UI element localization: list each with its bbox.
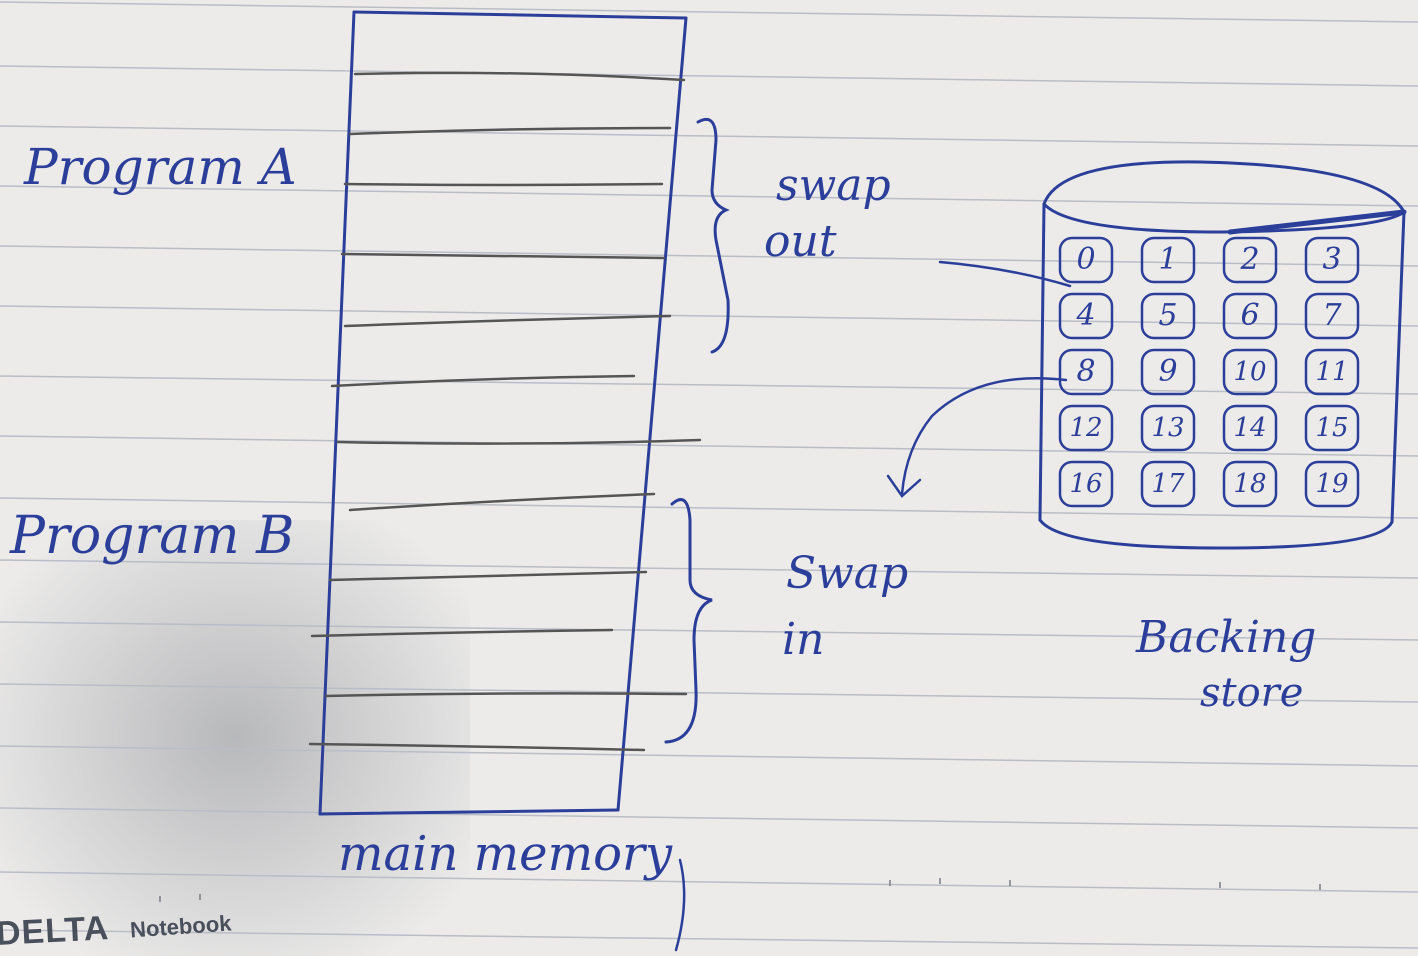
block-number-0: 0 xyxy=(1076,242,1096,277)
block-number-10: 10 xyxy=(1233,357,1267,387)
swap-out-brace xyxy=(696,117,730,354)
backing-store-blocks xyxy=(1058,236,1360,508)
block-box-5 xyxy=(1140,292,1196,340)
block-box-14 xyxy=(1222,404,1278,452)
block-number-2: 2 xyxy=(1240,242,1260,277)
block-number-7: 7 xyxy=(1322,298,1342,333)
block-box-11 xyxy=(1304,348,1360,396)
block-number-13: 13 xyxy=(1151,413,1185,443)
block-box-17 xyxy=(1140,460,1196,508)
shadow-area xyxy=(0,520,470,956)
swap-in-label-line1: Swap xyxy=(786,548,909,599)
swap-out-arrow xyxy=(938,260,1072,288)
block-box-15 xyxy=(1304,404,1360,452)
backing-store-label-line1: Backing xyxy=(1136,612,1317,663)
block-box-16 xyxy=(1058,460,1114,508)
block-box-6 xyxy=(1222,292,1278,340)
block-number-17: 17 xyxy=(1151,469,1185,499)
block-box-8 xyxy=(1058,348,1114,396)
block-number-12: 12 xyxy=(1069,413,1103,443)
swap-in-arrow xyxy=(886,376,1068,498)
ruler-ticks xyxy=(159,878,1321,902)
block-box-7 xyxy=(1304,292,1360,340)
block-number-18: 18 xyxy=(1233,469,1267,499)
block-number-4: 4 xyxy=(1076,298,1096,333)
block-box-10 xyxy=(1222,348,1278,396)
block-box-0 xyxy=(1058,236,1114,284)
block-number-11: 11 xyxy=(1315,357,1349,387)
main-memory-tail xyxy=(674,858,686,952)
block-number-9: 9 xyxy=(1158,354,1178,389)
swap-in-brace xyxy=(664,498,713,744)
block-number-8: 8 xyxy=(1076,354,1096,389)
backing-store-cylinder xyxy=(1038,160,1407,550)
main-memory-label: main memory xyxy=(338,826,673,882)
block-number-1: 1 xyxy=(1158,242,1178,277)
block-box-3 xyxy=(1304,236,1360,284)
block-box-12 xyxy=(1058,404,1114,452)
block-number-3: 3 xyxy=(1322,242,1342,277)
block-number-6: 6 xyxy=(1240,298,1260,333)
block-box-13 xyxy=(1140,404,1196,452)
block-box-2 xyxy=(1222,236,1278,284)
memory-partitions xyxy=(308,71,702,752)
notebook-brand-name: DELTA xyxy=(0,909,111,953)
block-box-18 xyxy=(1222,460,1278,508)
block-number-15: 15 xyxy=(1315,413,1349,443)
program-b-label: Program B xyxy=(10,506,295,566)
swap-out-label-line1: swap xyxy=(776,160,891,211)
block-number-14: 14 xyxy=(1233,413,1267,443)
block-box-1 xyxy=(1140,236,1196,284)
block-number-5: 5 xyxy=(1158,298,1178,333)
block-box-9 xyxy=(1140,348,1196,396)
swap-out-label-line2: out xyxy=(764,216,837,267)
main-memory-box xyxy=(318,10,688,816)
backing-store-label-line2: store xyxy=(1200,670,1304,716)
program-a-label: Program A xyxy=(24,138,297,196)
block-number-16: 16 xyxy=(1069,469,1103,499)
block-number-19: 19 xyxy=(1315,469,1349,499)
swap-in-label-line2: in xyxy=(782,614,825,665)
block-box-19 xyxy=(1304,460,1360,508)
block-box-4 xyxy=(1058,292,1114,340)
